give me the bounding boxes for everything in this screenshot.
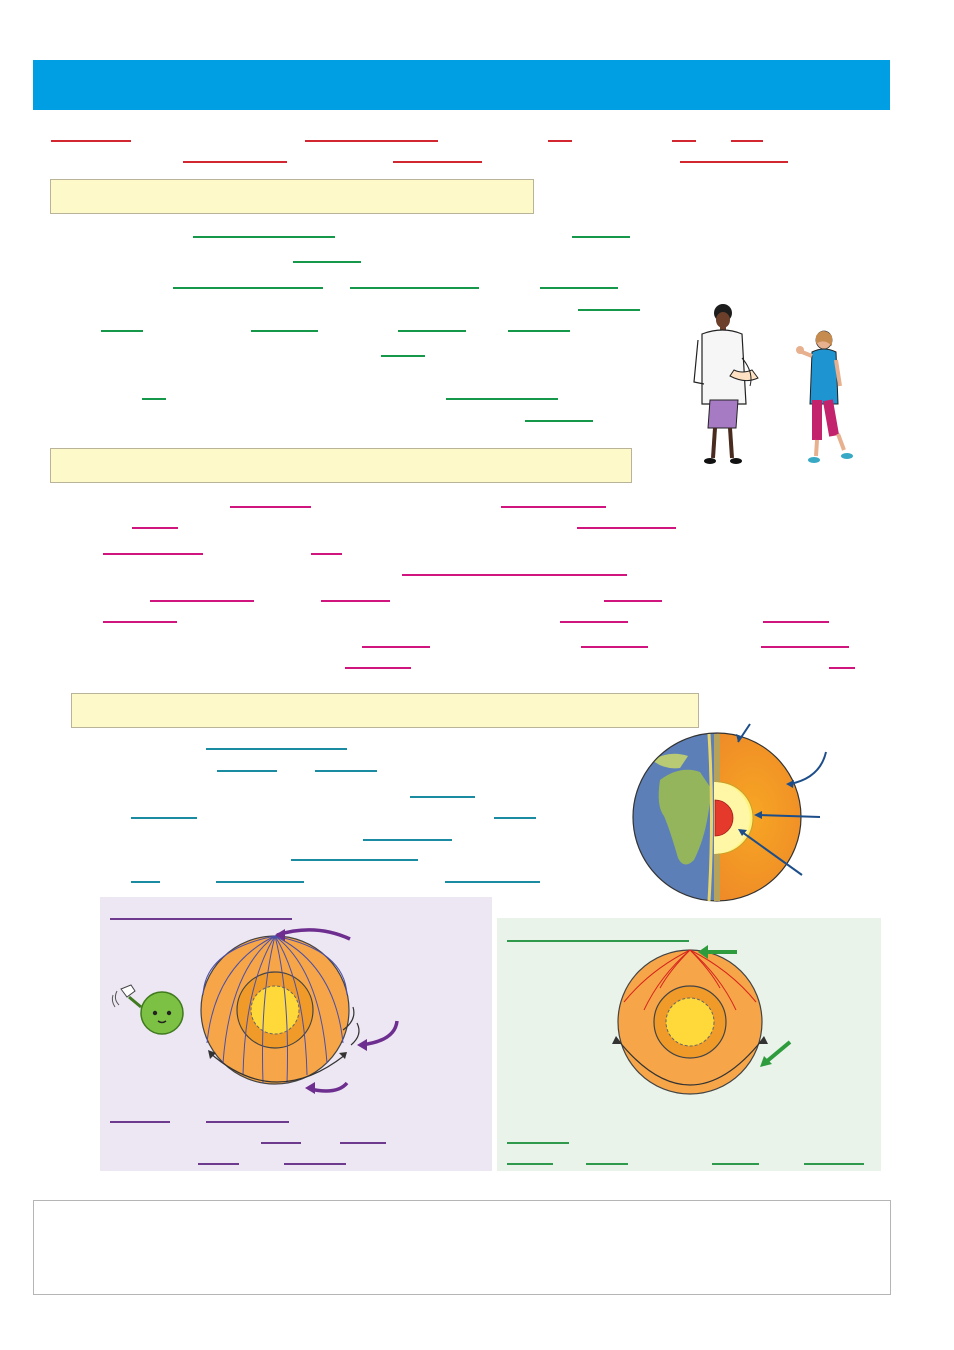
keyword-link[interactable]: [381, 355, 425, 357]
keyword-link[interactable]: [101, 330, 143, 332]
keyword-link[interactable]: [311, 553, 342, 555]
p-wave-rays: [202, 935, 348, 1084]
outer-core-pointer: [757, 814, 821, 818]
keyword-link[interactable]: [560, 621, 628, 623]
s-wave-diagram: [612, 945, 792, 1095]
footer-box: [33, 1200, 891, 1295]
intro-link[interactable]: [305, 140, 438, 142]
teacher-student-illustration: [693, 304, 853, 464]
section-heading-1: [50, 179, 534, 214]
keyword-link[interactable]: [340, 1142, 386, 1144]
keyword-link[interactable]: [501, 506, 606, 508]
keyword-link[interactable]: [581, 646, 648, 648]
keyword-link[interactable]: [508, 330, 570, 332]
s-wave-rays: [623, 949, 757, 1011]
mantle-pointer: [789, 751, 827, 785]
keyword-link[interactable]: [604, 600, 662, 602]
keyword-link[interactable]: [586, 1163, 628, 1165]
keyword-link[interactable]: [804, 1163, 864, 1165]
inner-core-pointer: [741, 831, 803, 876]
keyword-link[interactable]: [446, 398, 558, 400]
intro-link[interactable]: [183, 161, 287, 163]
p-wave-diagram: [111, 928, 399, 1094]
keyword-link[interactable]: [398, 330, 466, 332]
keyword-link[interactable]: [345, 667, 411, 669]
keyword-link[interactable]: [572, 236, 630, 238]
keyword-link[interactable]: [291, 859, 418, 861]
intro-link[interactable]: [51, 140, 131, 142]
keyword-link[interactable]: [217, 770, 277, 772]
intro-link[interactable]: [393, 161, 482, 163]
keyword-link[interactable]: [216, 881, 304, 883]
keyword-link[interactable]: [410, 796, 475, 798]
keyword-link[interactable]: [761, 646, 849, 648]
keyword-link[interactable]: [494, 817, 536, 819]
keyword-link[interactable]: [445, 881, 540, 883]
teacher-figure: [693, 304, 759, 464]
section-heading-3: [71, 693, 699, 728]
keyword-link[interactable]: [293, 261, 361, 263]
keyword-link[interactable]: [315, 770, 377, 772]
keyword-link[interactable]: [142, 398, 166, 400]
keyword-link[interactable]: [577, 527, 676, 529]
intro-link[interactable]: [731, 140, 763, 142]
keyword-link[interactable]: [110, 1121, 170, 1123]
keyword-link[interactable]: [829, 667, 855, 669]
keyword-link[interactable]: [578, 309, 640, 311]
waving-mascot: [111, 984, 184, 1035]
intro-link[interactable]: [672, 140, 696, 142]
keyword-link[interactable]: [540, 287, 618, 289]
keyword-link[interactable]: [525, 420, 593, 422]
keyword-link[interactable]: [363, 839, 452, 841]
keyword-link[interactable]: [132, 527, 178, 529]
keyword-link[interactable]: [763, 621, 829, 623]
keyword-link[interactable]: [150, 600, 254, 602]
keyword-link[interactable]: [362, 646, 430, 648]
keyword-link[interactable]: [103, 621, 177, 623]
keyword-link[interactable]: [198, 1163, 239, 1165]
keyword-link[interactable]: [284, 1163, 346, 1165]
section-heading-2: [50, 448, 632, 483]
keyword-link[interactable]: [193, 236, 335, 238]
keyword-link[interactable]: [507, 1163, 553, 1165]
keyword-link[interactable]: [131, 817, 197, 819]
keyword-link[interactable]: [131, 881, 160, 883]
keyword-link[interactable]: [206, 1121, 289, 1123]
panel-heading-link[interactable]: [110, 918, 292, 920]
keyword-link[interactable]: [712, 1163, 759, 1165]
student-figure: [796, 330, 853, 463]
panel-heading-link[interactable]: [507, 940, 689, 942]
earth-layers-diagram: [632, 723, 827, 902]
header-banner: [33, 60, 890, 110]
intro-link[interactable]: [548, 140, 572, 142]
keyword-link[interactable]: [251, 330, 318, 332]
intro-link[interactable]: [680, 161, 788, 163]
keyword-link[interactable]: [103, 553, 203, 555]
keyword-link[interactable]: [261, 1142, 301, 1144]
keyword-link[interactable]: [230, 506, 311, 508]
keyword-link[interactable]: [206, 748, 347, 750]
keyword-link[interactable]: [173, 287, 323, 289]
keyword-link[interactable]: [350, 287, 479, 289]
keyword-link[interactable]: [402, 574, 627, 576]
keyword-link[interactable]: [507, 1142, 569, 1144]
keyword-link[interactable]: [321, 600, 390, 602]
